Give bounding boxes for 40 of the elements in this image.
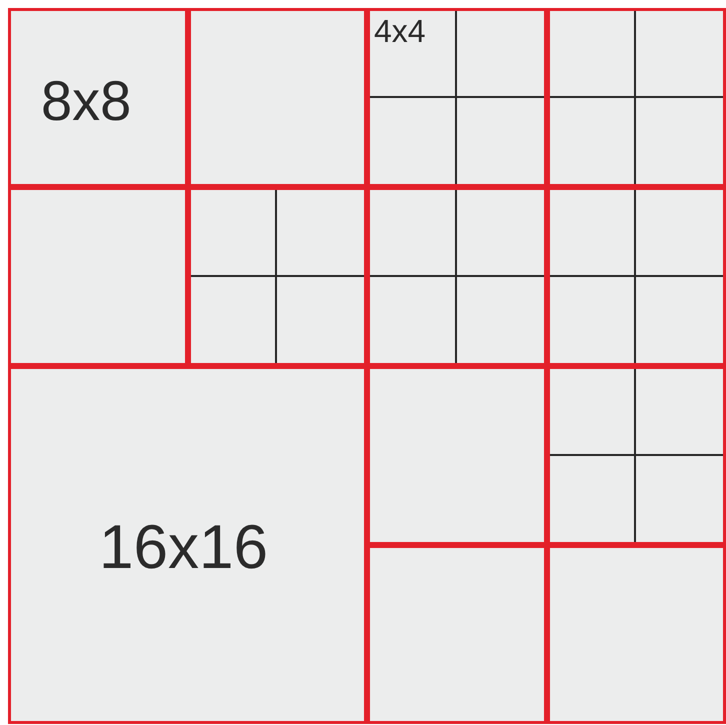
grid-cell xyxy=(190,276,278,363)
grid-cell xyxy=(636,276,723,363)
grid-block xyxy=(367,187,546,366)
grid-cell xyxy=(550,190,636,276)
grid-block xyxy=(8,366,367,724)
grid-cell xyxy=(636,98,723,184)
grid-cell xyxy=(550,369,636,456)
grid-block xyxy=(546,8,726,187)
grid-block xyxy=(546,366,726,545)
size-label: 8x8 xyxy=(41,73,132,129)
grid-block xyxy=(8,187,188,366)
grid-cell xyxy=(370,276,457,363)
grid-cell xyxy=(550,456,636,542)
grid-block xyxy=(367,8,546,187)
grid-cell xyxy=(370,98,457,184)
grid-cell xyxy=(550,11,636,98)
grid-block xyxy=(546,545,726,724)
grid-cell xyxy=(190,190,278,276)
grid-cell xyxy=(550,98,636,184)
grid-cell xyxy=(277,190,364,276)
grid-cell xyxy=(277,276,364,363)
grid-cell xyxy=(370,11,457,98)
grid-cell xyxy=(456,98,544,184)
grid-block xyxy=(367,545,546,724)
grid-cell xyxy=(456,276,544,363)
grid-block xyxy=(188,187,367,366)
grid-cell xyxy=(636,190,723,276)
grid-cell xyxy=(370,190,457,276)
grid-cell xyxy=(636,456,723,542)
grid-cell xyxy=(636,369,723,456)
grid-block xyxy=(188,8,367,187)
grid-block xyxy=(546,187,726,366)
grid-cell xyxy=(456,11,544,98)
grid-cell xyxy=(456,190,544,276)
size-label: 16x16 xyxy=(99,517,268,579)
grid-cell xyxy=(636,11,723,98)
grid-block xyxy=(8,8,188,187)
grid-block xyxy=(367,366,546,545)
grid-cell xyxy=(550,276,636,363)
size-label: 4x4 xyxy=(374,15,426,47)
